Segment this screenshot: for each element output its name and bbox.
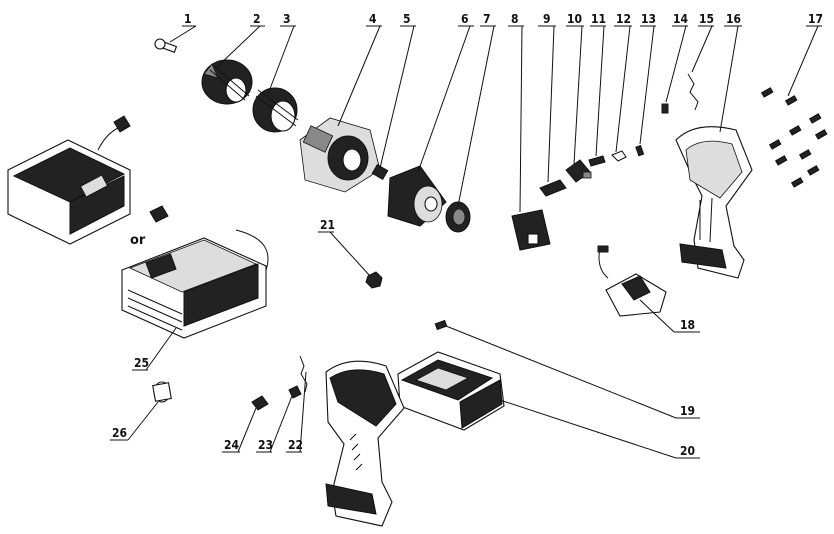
part-12-clip xyxy=(611,150,627,162)
callout-10: 10 xyxy=(567,12,582,26)
part-22-contact xyxy=(299,355,308,393)
callout-14: 14 xyxy=(673,12,689,26)
callout-5: 5 xyxy=(403,12,411,26)
callout-21: 21 xyxy=(320,218,335,232)
part-16-housing-right xyxy=(675,126,753,279)
part-24-clip xyxy=(251,395,269,411)
callout-25: 25 xyxy=(134,356,149,370)
part-19-led xyxy=(434,319,448,331)
part-11-spring xyxy=(588,155,606,167)
callout-numbers: 1 2 3 4 5 6 7 8 9 10 11 12 13 14 15 16 1… xyxy=(112,12,823,458)
part-5-nut xyxy=(371,163,389,181)
or-label: or xyxy=(130,233,146,248)
callout-3: 3 xyxy=(283,12,291,26)
callout-23: 23 xyxy=(258,438,273,452)
callout-9: 9 xyxy=(543,12,551,26)
callout-16: 16 xyxy=(726,12,741,26)
callout-19: 19 xyxy=(680,404,695,418)
part-14-screw xyxy=(661,103,669,114)
callout-7: 7 xyxy=(483,12,491,26)
callout-8: 8 xyxy=(511,12,519,26)
part-6-motor xyxy=(387,165,447,227)
callout-11: 11 xyxy=(591,12,606,26)
part-3-clutch-ring xyxy=(252,87,299,133)
callout-20: 20 xyxy=(680,444,695,458)
callout-6: 6 xyxy=(461,12,469,26)
leader-lines xyxy=(110,25,822,459)
callout-22: 22 xyxy=(288,438,303,452)
part-17-screws xyxy=(760,87,828,188)
callout-12: 12 xyxy=(616,12,631,26)
callout-24: 24 xyxy=(224,438,240,452)
part-15-contact xyxy=(687,73,699,111)
part-9-slider xyxy=(539,179,567,197)
callout-13: 13 xyxy=(641,12,656,26)
part-23-clip xyxy=(288,385,302,399)
charger-bottom xyxy=(121,205,269,339)
callout-26: 26 xyxy=(112,426,127,440)
part-20-battery xyxy=(397,351,505,431)
part-4-gearbox xyxy=(299,117,381,193)
callout-2: 2 xyxy=(253,12,261,26)
callout-15: 15 xyxy=(699,12,714,26)
part-18-terminal-block xyxy=(597,245,667,317)
housing-left xyxy=(325,360,405,527)
callout-1: 1 xyxy=(184,12,192,26)
callout-18: 18 xyxy=(680,318,695,332)
part-26-bit xyxy=(152,381,172,403)
part-13-pin xyxy=(635,144,645,157)
callout-17: 17 xyxy=(808,12,823,26)
part-7-end-cap xyxy=(445,201,471,233)
part-2-chuck xyxy=(201,59,253,105)
callout-4: 4 xyxy=(369,12,377,26)
part-10-lock xyxy=(565,159,592,183)
part-8-switch xyxy=(511,209,551,251)
charger-top xyxy=(7,115,131,245)
part-1-screw xyxy=(154,38,178,53)
